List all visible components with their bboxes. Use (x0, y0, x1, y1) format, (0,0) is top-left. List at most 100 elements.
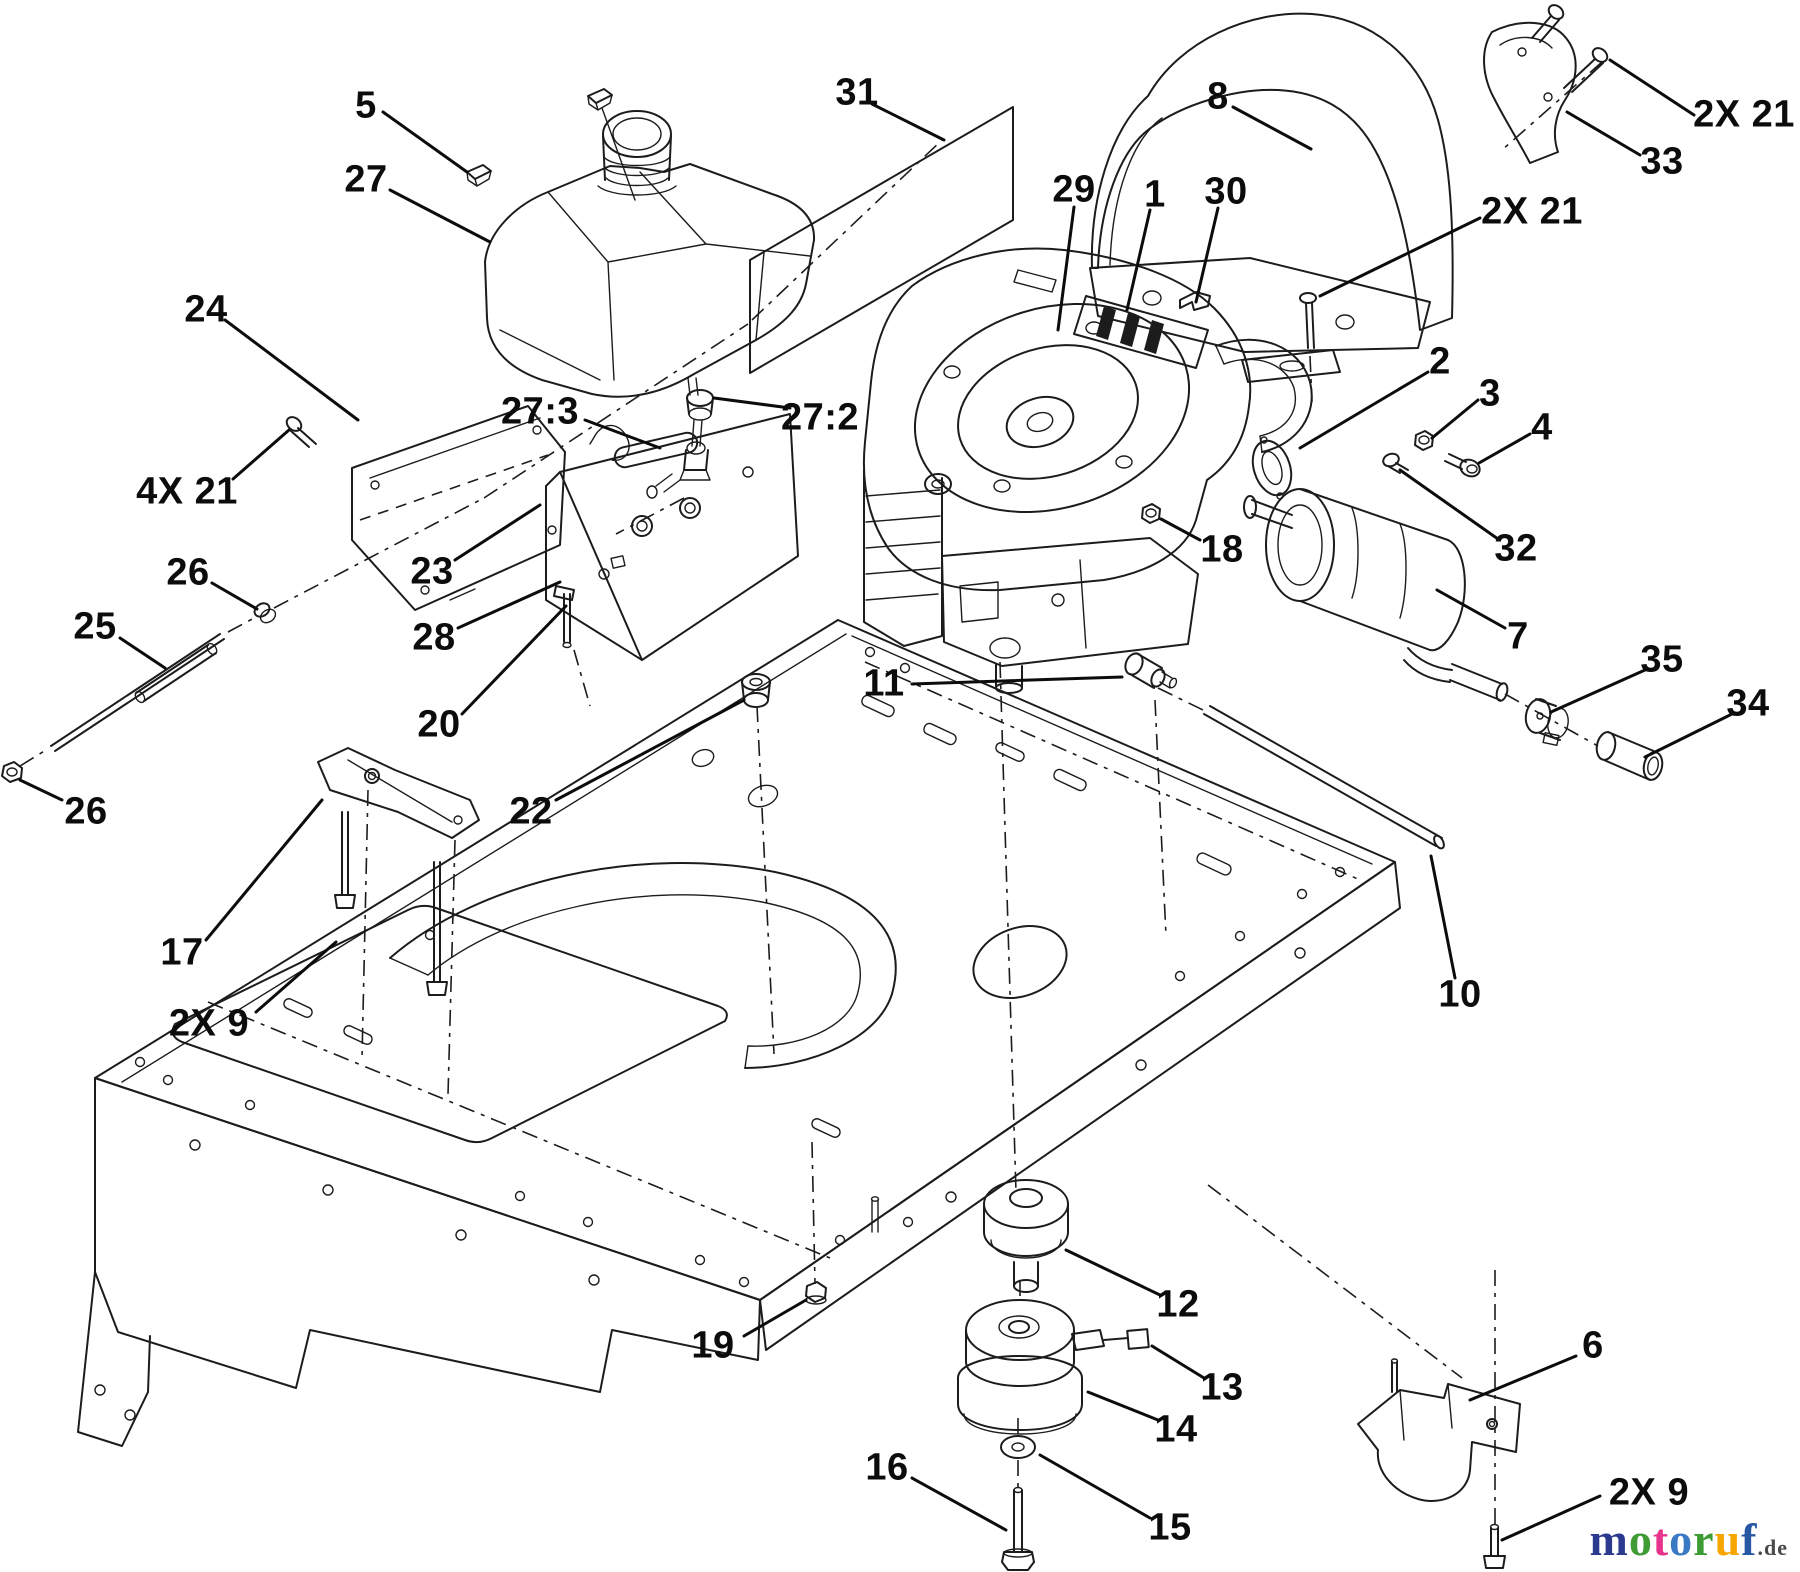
muffler-7 (1243, 488, 1509, 702)
watermark-letter-4: r (1693, 1514, 1715, 1565)
leader-17-31 (204, 798, 324, 942)
leader-32-17 (1398, 468, 1500, 541)
callout-2x-21-7: 2X 21 (1693, 93, 1795, 136)
callout-5-0: 5 (355, 84, 377, 127)
leader-7-19 (1435, 588, 1507, 630)
leader-19-33 (742, 1298, 808, 1338)
callout-15-37: 15 (1148, 1506, 1192, 1549)
leader-2x-21-9 (1318, 216, 1482, 298)
nut-18 (1141, 503, 1161, 524)
exhaust-tip-34 (1595, 731, 1664, 781)
heat-shield-panel (749, 106, 1014, 374)
nut-3 (1414, 430, 1434, 451)
callout-4-16: 4 (1531, 406, 1553, 449)
callout-23-27: 23 (410, 550, 454, 593)
watermark-letter-2: t (1652, 1514, 1670, 1565)
engine (862, 247, 1313, 694)
callout-2-14: 2 (1429, 340, 1451, 383)
leader-18-18 (1159, 517, 1202, 542)
screw-21-top-a (1531, 4, 1565, 43)
leader-4-16 (1477, 432, 1532, 465)
screw-21-top-b (1563, 47, 1609, 93)
callout-33-8: 33 (1640, 140, 1684, 183)
watermark-letter-1: o (1628, 1514, 1653, 1565)
pipe-rod-10 (1203, 705, 1445, 850)
callout-10-23: 10 (1438, 973, 1482, 1016)
leader-26-24 (210, 581, 259, 611)
leader-8-6 (1231, 105, 1313, 151)
leader-2x-21-7 (1608, 58, 1696, 117)
watermark-letter-5: u (1714, 1514, 1742, 1565)
leader-23-27 (453, 503, 542, 562)
bracket-6 (1357, 1358, 1521, 1502)
support-plate-24 (351, 405, 566, 611)
bolt-9-right (1483, 1523, 1506, 1569)
callout-35-20: 35 (1640, 638, 1684, 681)
watermark-letter-6: f (1741, 1514, 1758, 1565)
clutch-14 (957, 1299, 1150, 1435)
leader-6-39 (1468, 1354, 1578, 1402)
leader-22-30 (554, 698, 746, 802)
callout-34-21: 34 (1726, 682, 1770, 725)
bolt-16 (1001, 1486, 1035, 1571)
oil-cap (924, 473, 952, 495)
leader-29-3 (1056, 205, 1076, 332)
leader-25-25 (118, 636, 167, 670)
screw-21-left (285, 416, 317, 448)
clutch-connector-13 (1126, 1328, 1150, 1350)
watermark-suffix: .de (1757, 1535, 1788, 1560)
callout-7-19: 7 (1507, 615, 1529, 658)
callout-4x-21-11: 4X 21 (136, 470, 238, 513)
callout-24-10: 24 (184, 288, 228, 331)
callout-8-6: 8 (1207, 75, 1229, 118)
callout-2x-21-9: 2X 21 (1481, 190, 1583, 233)
leader-11-22 (910, 675, 1124, 686)
watermark-logo: motoruf.de (1590, 1513, 1789, 1566)
leader-35-20 (1549, 668, 1647, 714)
callout-19-33: 19 (691, 1324, 735, 1367)
leader-33-8 (1565, 110, 1642, 157)
leader-26-26 (18, 778, 64, 802)
leader-16-38 (910, 1476, 1008, 1532)
leader-14-36 (1086, 1390, 1160, 1422)
recoil-housing-ring (913, 302, 1191, 514)
callout-6-39: 6 (1582, 1324, 1604, 1367)
center-lines (19, 61, 1603, 1525)
callout-26-24: 26 (166, 551, 210, 594)
callout-17-31: 17 (160, 931, 204, 974)
bracket-33 (1483, 21, 1577, 164)
leader-27-1 (388, 188, 492, 244)
pulley-12 (983, 1179, 1069, 1293)
leader-12-34 (1064, 1248, 1162, 1297)
nut-26-lower (1, 761, 23, 783)
callout-2x-9-40: 2X 9 (1608, 1471, 1690, 1514)
leader-20-29 (460, 604, 568, 716)
callout-28-28: 28 (412, 616, 456, 659)
callout-29-3: 29 (1052, 168, 1096, 211)
bolt-20 (553, 585, 575, 649)
leader-2-14 (1298, 370, 1430, 450)
leader-4x-21-11 (231, 428, 291, 481)
blower-duct-8 (1089, 12, 1454, 383)
frame-chassis (77, 619, 1401, 1447)
leader-34-21 (1643, 712, 1734, 759)
callout-22-30: 22 (509, 790, 553, 833)
callout-30-5: 30 (1204, 170, 1248, 213)
callout-13-35: 13 (1200, 1366, 1244, 1409)
callout-26-26: 26 (64, 790, 108, 833)
bolt-4 (1444, 453, 1481, 478)
bolt-9-left-b (426, 861, 448, 996)
callout-12-34: 12 (1156, 1283, 1200, 1326)
callout-25-25: 25 (73, 605, 117, 648)
fuel-tank (466, 88, 816, 499)
washer-15 (1000, 1435, 1036, 1459)
callout-27:3-12: 27:3 (500, 390, 580, 433)
callout-14-36: 14 (1154, 1408, 1198, 1451)
leader-1-4 (1125, 208, 1152, 312)
leader-2x-9-40 (1500, 1494, 1602, 1542)
leader-10-23 (1429, 854, 1457, 980)
callout-27-1: 27 (344, 158, 388, 201)
